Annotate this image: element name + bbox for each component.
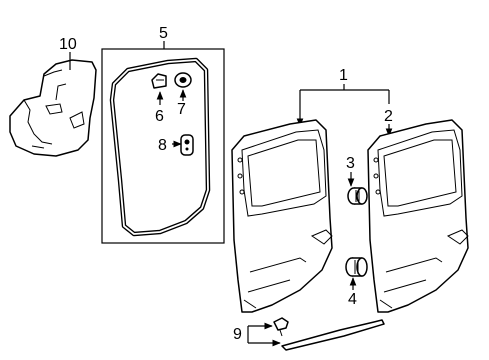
part-9-trim-strip — [281, 319, 385, 351]
callout-7: 7 — [177, 101, 186, 118]
part-7-grommet — [174, 72, 192, 88]
callout-8: 8 — [158, 137, 167, 154]
callout-6: 6 — [155, 108, 164, 125]
part-6-clip — [151, 73, 167, 89]
part-5-group-box — [101, 48, 225, 244]
door-shell-right — [367, 119, 469, 313]
callout-10: 10 — [59, 36, 77, 53]
callout-9: 9 — [233, 326, 242, 343]
callout-4: 4 — [348, 291, 357, 308]
part-4-bushing — [345, 257, 368, 277]
part-9-clip — [273, 317, 289, 337]
part-5-weatherstrip — [109, 57, 211, 237]
part-3-bushing — [347, 187, 368, 205]
part-8-plug — [180, 134, 194, 156]
callout-2: 2 — [384, 108, 393, 125]
part-10-water-shield — [9, 59, 97, 157]
callout-3: 3 — [346, 155, 355, 172]
leader-1-bracket — [300, 84, 389, 91]
callout-5: 5 — [159, 25, 168, 42]
callout-1: 1 — [339, 67, 348, 84]
door-shell-left — [231, 119, 333, 313]
